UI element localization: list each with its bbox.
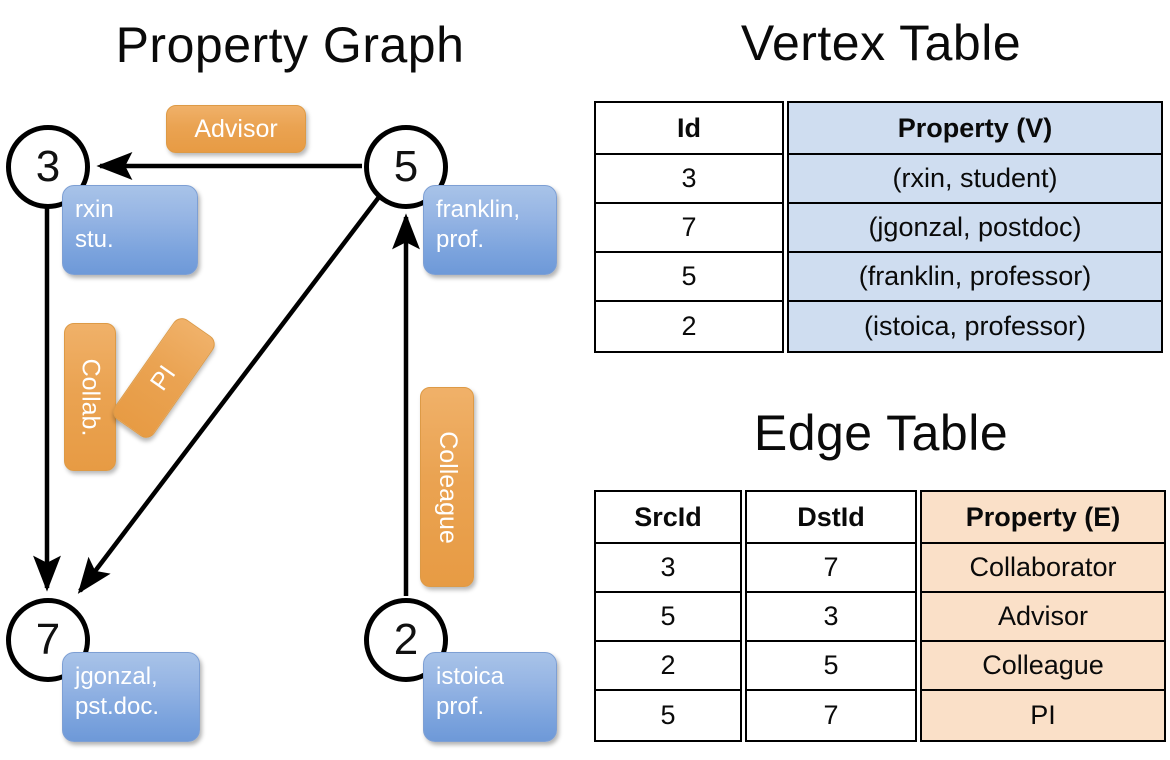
table-cell: Advisor (922, 593, 1164, 642)
edge-table-property-column: Property (E) Collaborator Advisor Collea… (920, 490, 1166, 742)
edge-label-colleague-text: Colleague (433, 430, 462, 544)
table-cell: (istoica, professor) (789, 302, 1161, 351)
edge-table-header-srcid: SrcId (596, 492, 740, 544)
table-cell: Colleague (922, 642, 1164, 691)
edge-label-collab: Collab. (64, 323, 116, 471)
edge-table: SrcId 3 5 2 5 DstId 7 3 5 7 Property (E)… (594, 490, 1166, 742)
table-cell: 3 (596, 544, 740, 593)
page-title-vertex-table: Vertex Table (740, 15, 1022, 71)
edge-label-colleague: Colleague (420, 387, 474, 587)
edge-label-advisor: Advisor (166, 105, 306, 153)
vertex-table-header-id: Id (596, 103, 782, 155)
node-callout-rxin: rxin stu. (62, 185, 198, 275)
node-callout-line-1: istoica (436, 663, 505, 690)
table-cell: 5 (596, 593, 740, 642)
table-cell: 2 (596, 302, 782, 351)
table-cell: 5 (596, 253, 782, 302)
vertex-table-id-column: Id 3 7 5 2 (594, 101, 784, 353)
edge-5-to-7 (77, 195, 381, 594)
table-cell: 7 (596, 204, 782, 253)
node-callout-line-2: pst.doc. (75, 693, 160, 720)
table-cell: 7 (747, 544, 915, 593)
graph-node-3[interactable]: 3 (6, 125, 90, 209)
table-cell: 3 (747, 593, 915, 642)
node-callout-franklin: franklin, prof. (423, 185, 557, 275)
table-cell: 2 (596, 642, 740, 691)
table-cell: (franklin, professor) (789, 253, 1161, 302)
edge-table-dstid-column: DstId 7 3 5 7 (745, 490, 917, 742)
node-callout-line-2: prof. (436, 226, 485, 253)
vertex-table-property-column: Property (V) (rxin, student) (jgonzal, p… (787, 101, 1163, 353)
table-cell: 3 (596, 155, 782, 204)
graph-edges-layer (33, 152, 420, 596)
node-callout-line-2: prof. (436, 693, 485, 720)
page-title-property-graph: Property Graph (115, 17, 465, 73)
edge-label-advisor-text: Advisor (194, 114, 278, 143)
page-title-edge-table: Edge Table (753, 405, 1009, 461)
vertex-table-header-property: Property (V) (789, 103, 1161, 155)
edge-label-collab-text: Collab. (76, 358, 105, 436)
node-callout-istoica: istoica prof. (423, 652, 557, 742)
table-cell: (jgonzal, postdoc) (789, 204, 1161, 253)
node-callout-line-1: jgonzal, (75, 663, 158, 690)
table-cell: 7 (747, 691, 915, 740)
edge-table-header-dstid: DstId (747, 492, 915, 544)
edge-label-pi-text: PI (145, 360, 182, 396)
node-callout-line-2: stu. (75, 226, 114, 253)
edge-table-srcid-column: SrcId 3 5 2 5 (594, 490, 742, 742)
property-graph-diagram: 3 5 7 2 rxin stu. franklin, prof. jgonza… (0, 85, 585, 760)
table-cell: PI (922, 691, 1164, 740)
edge-table-header-property: Property (E) (922, 492, 1164, 544)
node-callout-line-1: franklin, (436, 196, 521, 223)
table-cell: Collaborator (922, 544, 1164, 593)
graph-node-5[interactable]: 5 (364, 125, 448, 209)
node-callout-line-1: rxin (75, 196, 114, 223)
vertex-table: Id 3 7 5 2 Property (V) (rxin, student) … (594, 101, 1163, 353)
table-cell: 5 (596, 691, 740, 740)
table-cell: (rxin, student) (789, 155, 1161, 204)
table-cell: 5 (747, 642, 915, 691)
node-callout-jgonzal: jgonzal, pst.doc. (62, 652, 200, 742)
